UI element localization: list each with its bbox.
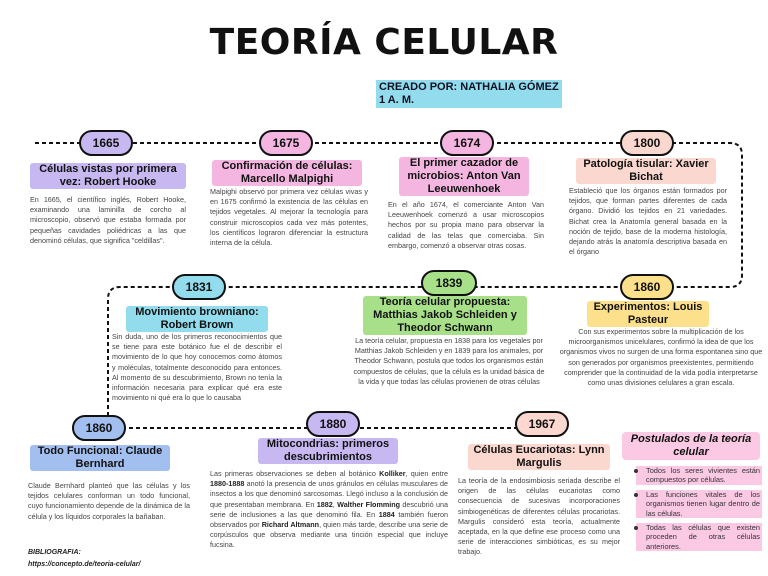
postulados-title: Postulados de la teoría celular — [622, 432, 760, 460]
year-pill-1665: 1665 — [79, 130, 133, 156]
heading-leeuwenhoek: El primer cazador de microbios: Anton Va… — [399, 157, 529, 196]
description-mitocondrias: Las primeras observaciones se deben al b… — [210, 469, 449, 550]
year-pill-1674: 1674 — [440, 130, 494, 156]
author-credit-line1: CREADO POR: NATHALIA GÓMEZ — [379, 81, 559, 93]
list-item: Todas las células que existen proceden d… — [634, 523, 762, 552]
postulados-list: Todos los seres vivientes están compuest… — [634, 466, 762, 556]
bullet-icon — [634, 492, 638, 497]
description-margulis: La teoría de la endosimbiosis seriada de… — [458, 476, 620, 557]
heading-pasteur: Experimentos: Louis Pasteur — [587, 301, 709, 327]
year-pill-1675: 1675 — [259, 130, 313, 156]
description-brown: Sin duda, uno de los primeros reconocimi… — [112, 332, 282, 403]
description-pasteur: Con sus experimentos sobre la multiplica… — [559, 327, 763, 388]
heading-brown: Movimiento browniano: Robert Brown — [126, 306, 268, 332]
description-malpighi: Malpighi observó por primera vez células… — [210, 187, 368, 248]
bullet-icon — [634, 469, 638, 473]
year-pill-1967: 1967 — [515, 411, 569, 437]
year-pill-1831: 1831 — [172, 274, 226, 300]
year-pill-1860-bernhard: 1860 — [72, 415, 126, 441]
author-credit: CREADO POR: NATHALIA GÓMEZ 1 A. M. — [376, 80, 562, 108]
description-bichat: Estableció que los órganos están formado… — [569, 186, 727, 257]
year-pill-1880: 1880 — [306, 411, 360, 437]
year-pill-1860-pasteur: 1860 — [620, 274, 674, 300]
year-pill-1800: 1800 — [620, 130, 674, 156]
description-bernhard: Claude Bernhard planteó que las células … — [28, 481, 190, 521]
heading-bernhard: Todo Funcional: Claude Bernhard — [30, 445, 170, 471]
list-item: Todos los seres vivientes están compuest… — [634, 466, 762, 485]
heading-hooke: Células vistas por primera vez: Robert H… — [30, 163, 186, 189]
heading-mitocondrias: Mitocondrias: primeros descubrimientos — [258, 438, 398, 464]
bibliography-link[interactable]: https://concepto.de/teoria-celular/ — [28, 561, 141, 568]
bullet-icon — [634, 526, 638, 531]
description-schleiden-schwann: La teoría celular, propuesta en 1838 par… — [353, 336, 545, 386]
description-hooke: En 1665, el científico inglés, Robert Ho… — [30, 195, 186, 245]
year-pill-1839: 1839 — [421, 270, 477, 296]
bibliography-label: BIBLIOGRAFIA: — [28, 549, 81, 556]
heading-bichat: Patología tisular: Xavier Bichat — [576, 158, 716, 184]
heading-malpighi: Confirmación de células: Marcello Malpig… — [212, 160, 362, 186]
description-leeuwenhoek: En el año 1674, el comerciante Anton Van… — [388, 200, 544, 250]
heading-schleiden-schwann: Teoría celular propuesta: Matthias Jakob… — [363, 296, 527, 335]
heading-margulis: Células Eucariotas: Lynn Margulis — [468, 444, 610, 470]
author-credit-line2: 1 A. M. — [379, 94, 415, 106]
list-item: Las funciones vitales de los organismos … — [634, 489, 762, 519]
page-title: TEORÍA CELULAR — [209, 22, 559, 63]
